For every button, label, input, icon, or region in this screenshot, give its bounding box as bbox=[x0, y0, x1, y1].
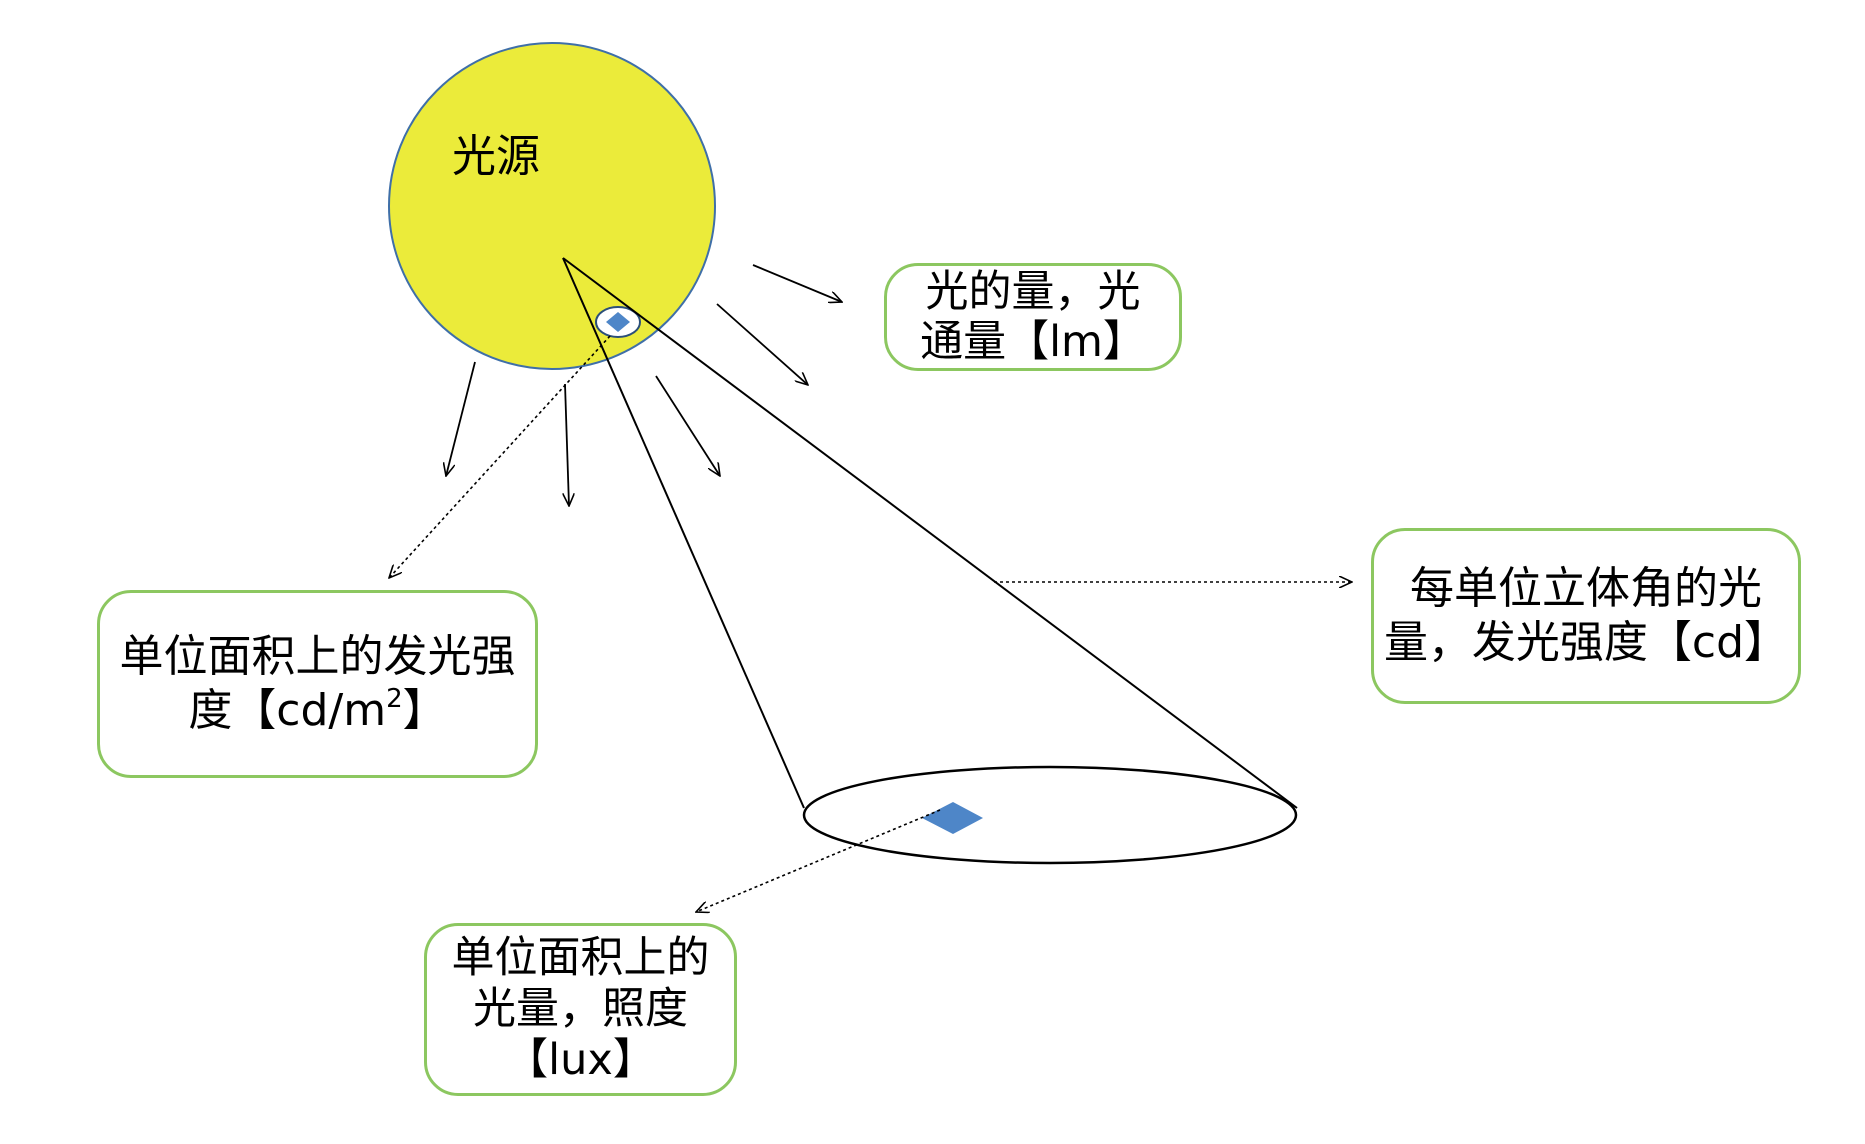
luminous-flux-box: 光的量，光 通量【lm】 bbox=[884, 263, 1182, 371]
luminance-box: 单位面积上的发光强 度【cd/m2】 bbox=[97, 590, 538, 778]
illuminance-box: 单位面积上的 光量，照度 【lux】 bbox=[424, 923, 737, 1096]
luminous-intensity-box: 每单位立体角的光 量，发光强度【cd】 bbox=[1371, 528, 1801, 704]
illuminance-line1: 单位面积上的 bbox=[451, 933, 710, 983]
light-source-circle bbox=[388, 42, 716, 370]
pointer-luminance bbox=[389, 335, 611, 578]
illuminated-patch bbox=[922, 802, 983, 834]
cone-base-ellipse bbox=[802, 765, 1298, 865]
luminance-line2-suffix: 】 bbox=[402, 685, 447, 736]
cone-edge-right bbox=[562, 257, 1298, 809]
pointer-illuminance bbox=[696, 809, 941, 912]
flux-arrow-3 bbox=[655, 375, 720, 476]
luminance-line2: 度【cd/m2】 bbox=[188, 684, 446, 738]
light-source-label: 光源 bbox=[452, 131, 540, 182]
flux-arrow-2 bbox=[565, 383, 569, 506]
luminance-line2-sup: 2 bbox=[386, 684, 403, 714]
luminance-line1: 单位面积上的发光强 bbox=[119, 631, 516, 682]
cone-edge-left bbox=[562, 257, 805, 809]
luminous-flux-line2: 通量【lm】 bbox=[920, 317, 1146, 367]
flux-arrow-4 bbox=[716, 303, 808, 385]
source-surface-patch bbox=[606, 312, 630, 332]
luminance-line2-prefix: 度【cd/m bbox=[188, 685, 387, 736]
luminous-flux-line1: 光的量，光 bbox=[925, 267, 1141, 317]
flux-arrow-1 bbox=[446, 361, 476, 476]
flux-arrow-5 bbox=[752, 264, 842, 302]
luminous-intensity-line1: 每单位立体角的光 bbox=[1410, 563, 1762, 614]
illuminance-line3: 【lux】 bbox=[505, 1035, 656, 1085]
illuminance-line2: 光量，照度 bbox=[473, 984, 688, 1034]
luminous-intensity-line2: 量，发光强度【cd】 bbox=[1383, 617, 1789, 668]
